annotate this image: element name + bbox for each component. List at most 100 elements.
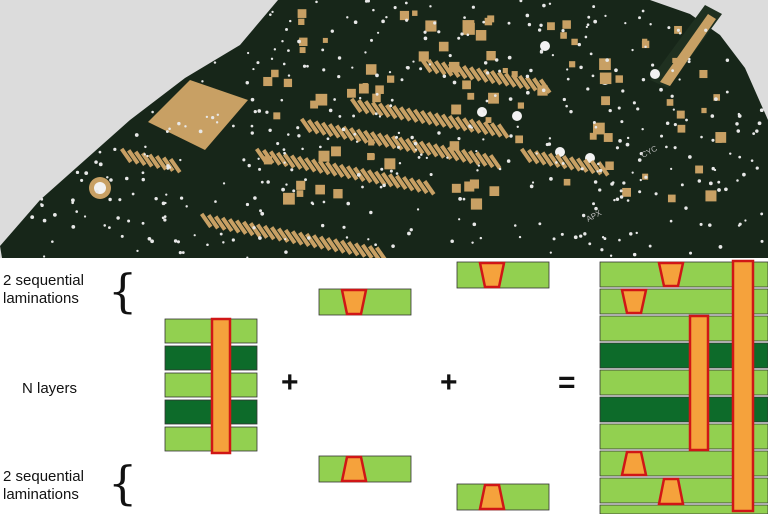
via-dot bbox=[538, 222, 542, 226]
via-dot bbox=[539, 23, 543, 27]
via-dot bbox=[215, 121, 219, 124]
pad bbox=[340, 239, 353, 256]
via-dot bbox=[613, 198, 616, 202]
pad bbox=[304, 157, 317, 173]
via-dot bbox=[184, 125, 187, 128]
pad bbox=[603, 133, 613, 142]
via-dot bbox=[615, 146, 620, 150]
pad bbox=[476, 67, 489, 83]
pad bbox=[548, 152, 561, 169]
pad bbox=[228, 218, 241, 234]
via-dot bbox=[297, 134, 301, 138]
pad bbox=[200, 212, 213, 229]
pad bbox=[370, 131, 383, 147]
pad bbox=[562, 20, 571, 29]
via-dot bbox=[598, 168, 603, 173]
via-dot bbox=[361, 185, 364, 189]
microvia bbox=[657, 261, 685, 288]
pad bbox=[482, 152, 495, 169]
via-dot bbox=[672, 108, 675, 111]
via-dot bbox=[531, 181, 535, 184]
via-dot bbox=[610, 182, 614, 186]
via-dot bbox=[670, 94, 674, 98]
pad bbox=[367, 245, 381, 258]
via-dot bbox=[591, 74, 595, 78]
pad bbox=[599, 72, 612, 85]
via-dot bbox=[738, 222, 742, 226]
via-dot bbox=[245, 202, 250, 207]
via-dot bbox=[618, 139, 622, 143]
via-dot bbox=[282, 62, 286, 66]
via-dot bbox=[168, 127, 171, 131]
pad bbox=[354, 242, 367, 258]
via-dot bbox=[287, 74, 291, 77]
via-dot bbox=[260, 211, 265, 216]
pad bbox=[701, 107, 707, 114]
via-dot bbox=[409, 228, 413, 232]
via-dot bbox=[163, 218, 167, 222]
via-dot bbox=[527, 22, 532, 27]
via-dot bbox=[620, 120, 624, 124]
pad bbox=[374, 170, 387, 187]
via-dot bbox=[498, 167, 502, 171]
pad bbox=[419, 140, 432, 157]
via-dot bbox=[161, 201, 166, 206]
pad bbox=[677, 124, 686, 133]
via-dot bbox=[40, 197, 44, 201]
via-dot bbox=[708, 181, 713, 186]
via-dot bbox=[222, 182, 226, 185]
via-dot bbox=[485, 71, 490, 75]
lamination-1-bottom bbox=[318, 455, 412, 483]
via-dot bbox=[306, 64, 309, 68]
via-dot bbox=[600, 248, 604, 252]
via-dot bbox=[124, 176, 129, 181]
via-dot bbox=[232, 124, 235, 128]
pad bbox=[318, 150, 330, 162]
pad bbox=[324, 161, 338, 177]
pad bbox=[527, 148, 540, 165]
pad bbox=[547, 22, 555, 31]
via-dot bbox=[302, 64, 307, 68]
via-dot bbox=[400, 78, 404, 82]
pad bbox=[356, 128, 369, 144]
via-dot bbox=[466, 33, 470, 37]
via-dot bbox=[593, 19, 598, 24]
pad bbox=[441, 61, 454, 77]
via-dot bbox=[708, 223, 712, 227]
pad bbox=[425, 20, 437, 32]
via-dot bbox=[423, 30, 427, 34]
pad bbox=[517, 74, 531, 91]
bottom-lamination-label: 2 sequential laminations bbox=[3, 468, 84, 504]
via-dot bbox=[353, 20, 358, 25]
pad bbox=[426, 141, 439, 158]
via-dot bbox=[697, 179, 702, 183]
stackup-graphics bbox=[164, 259, 768, 514]
via-dot bbox=[579, 234, 583, 238]
via-dot bbox=[176, 240, 181, 244]
pad bbox=[290, 154, 303, 170]
pad bbox=[387, 75, 395, 83]
pad bbox=[434, 112, 447, 128]
via-dot bbox=[509, 134, 513, 138]
via-dot bbox=[760, 239, 764, 243]
via-dot bbox=[631, 171, 634, 174]
via-dot bbox=[498, 69, 502, 73]
ground-pad bbox=[148, 80, 248, 150]
via-dot bbox=[337, 56, 342, 60]
via-dot bbox=[562, 97, 566, 102]
via-dot bbox=[179, 196, 184, 200]
via-dot bbox=[276, 142, 280, 146]
via-dot bbox=[407, 231, 411, 236]
via-dot bbox=[625, 142, 630, 147]
via-dot bbox=[619, 195, 624, 199]
via-dot bbox=[639, 178, 642, 182]
via-dot bbox=[555, 161, 558, 164]
pad bbox=[298, 18, 305, 25]
via-dot bbox=[581, 213, 586, 218]
microvia bbox=[340, 455, 368, 483]
pad bbox=[420, 57, 433, 74]
via-dot bbox=[395, 135, 399, 139]
via-dot bbox=[665, 145, 668, 149]
pad bbox=[368, 139, 375, 146]
via-dot bbox=[297, 39, 301, 44]
